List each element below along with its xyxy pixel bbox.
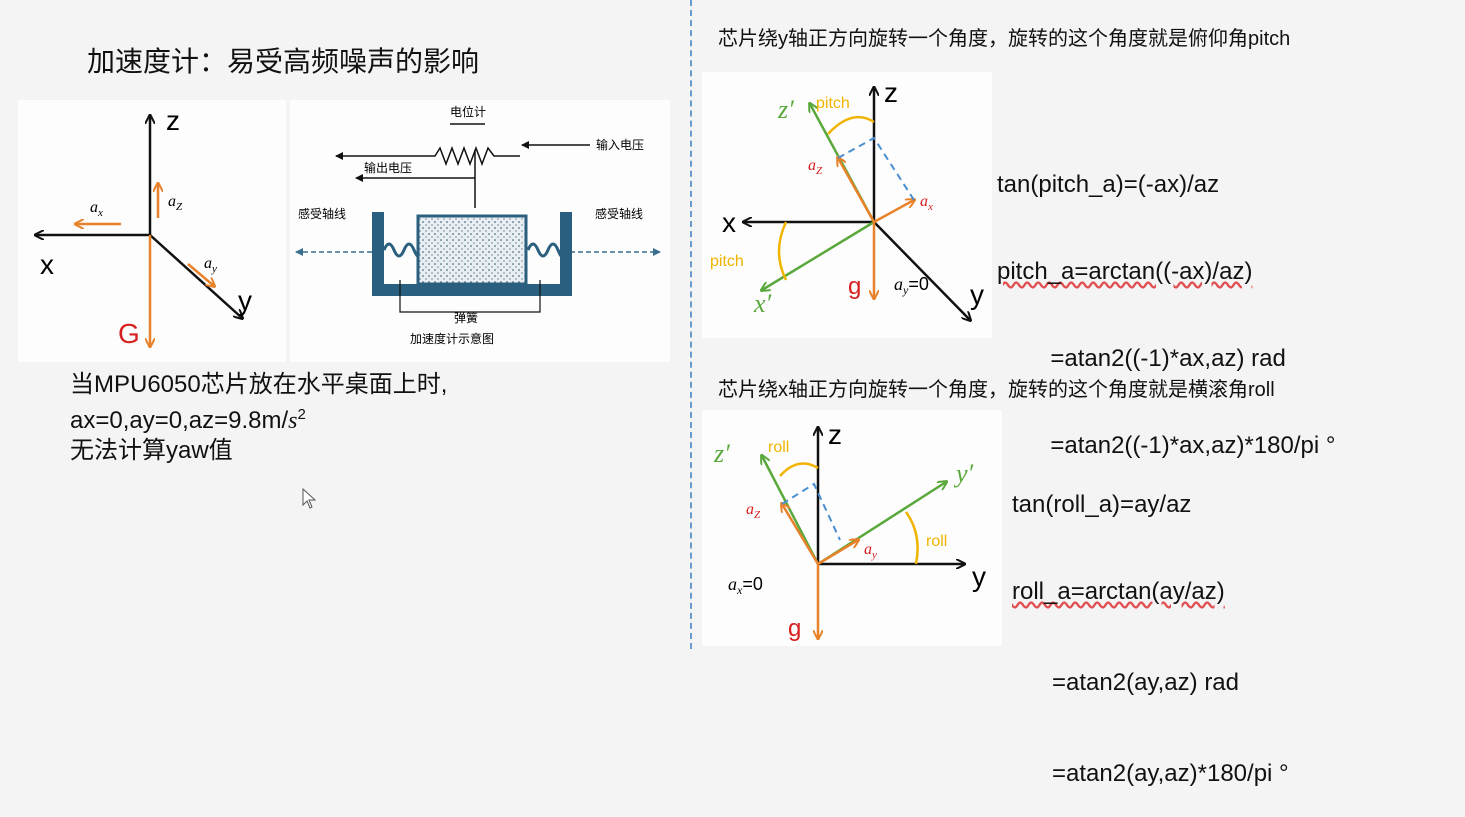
pitch-ax-label: ax bbox=[920, 193, 933, 213]
roll-y-label: y bbox=[972, 561, 986, 592]
roll-diagram-panel: z z′ roll y′ roll y g aZ ay ax=0 bbox=[702, 410, 1002, 646]
left-spring bbox=[382, 242, 420, 258]
ax-label: ax bbox=[90, 199, 103, 219]
pitch-formulas: tan(pitch_a)=(-ax)/az pitch_a=arctan((-a… bbox=[997, 112, 1335, 489]
pitch-z-prime-label: z′ bbox=[777, 95, 794, 124]
roll-az-vector bbox=[782, 504, 820, 565]
g-label: G bbox=[118, 318, 140, 349]
sensing-axis-left-label: 感受轴线 bbox=[298, 206, 346, 221]
y-label: y bbox=[238, 285, 252, 316]
description-line-3: 无法计算yaw值 bbox=[70, 437, 233, 464]
pitch-diagram-panel: z z′ pitch x pitch x′ y g aZ ax ay=0 bbox=[702, 72, 992, 338]
pitch-projection-lines bbox=[837, 136, 915, 201]
right-spring bbox=[526, 242, 563, 258]
roll-projection-lines bbox=[781, 482, 841, 541]
sensing-axis-right-label: 感受轴线 bbox=[595, 206, 643, 221]
housing bbox=[372, 212, 572, 296]
pitch-formula-4: =atan2((-1)*ax,az)*180/pi ° bbox=[997, 432, 1336, 459]
pitch-angle-arc-left bbox=[777, 221, 788, 281]
pitch-x-prime-label: x′ bbox=[753, 289, 772, 318]
roll-z-prime-label: z′ bbox=[713, 439, 730, 468]
accelerometer-axes-diagram: z x y G ax aZ ay bbox=[18, 105, 252, 349]
roll-formula-2: roll_a=arctan(ay/az) bbox=[1012, 578, 1225, 605]
y-axis bbox=[149, 234, 242, 318]
pitch-g-label: g bbox=[848, 273, 861, 300]
roll-right-angle-label: roll bbox=[926, 533, 947, 550]
pitch-ax-vector bbox=[873, 200, 914, 224]
roll-ax-zero-label: ax=0 bbox=[728, 574, 763, 597]
spring-label: 弹簧 bbox=[454, 310, 478, 325]
roll-ay-label: ay bbox=[864, 541, 877, 561]
description-block: 当MPU6050芯片放在水平桌面上时, ax=0,ay=0,az=9.8m/s2… bbox=[70, 370, 447, 466]
pitch-x-prime-axis bbox=[762, 220, 875, 290]
proof-mass bbox=[416, 214, 528, 286]
roll-angle-arc-right bbox=[904, 511, 919, 565]
mouse-cursor-icon bbox=[302, 488, 317, 509]
roll-z-label: z bbox=[828, 419, 842, 450]
pitch-x-label: x bbox=[722, 207, 736, 238]
az-label: aZ bbox=[168, 193, 183, 213]
spring-leader bbox=[399, 280, 541, 313]
roll-formula-4: =atan2(ay,az)*180/pi ° bbox=[1012, 760, 1289, 787]
roll-formulas: tan(roll_a)=ay/az roll_a=arctan(ay/az) =… bbox=[1012, 432, 1289, 817]
z-label: z bbox=[166, 105, 180, 136]
pitch-ay-zero-label: ay=0 bbox=[894, 274, 929, 297]
pitch-left-angle-label: pitch bbox=[710, 253, 744, 270]
pitch-az-vector bbox=[838, 158, 876, 223]
pitch-formula-3: =atan2((-1)*ax,az) rad bbox=[997, 345, 1286, 372]
resistor-symbol bbox=[425, 145, 520, 167]
potentiometer-label: 电位计 bbox=[450, 104, 486, 119]
pitch-top-angle-label: pitch bbox=[816, 95, 850, 112]
pitch-heading: 芯片绕y轴正方向旋转一个角度，旋转的这个角度就是俯仰角pitch bbox=[718, 28, 1291, 50]
pitch-formula-2: pitch_a=arctan((-ax)/az) bbox=[997, 258, 1253, 285]
schematic-panel: 电位计 输入电压 输出电压 感受轴线 感受轴线 弹簧 加速度计示意图 bbox=[290, 100, 670, 362]
ay-label: ay bbox=[204, 255, 217, 275]
input-voltage-label: 输入电压 bbox=[596, 137, 644, 152]
pitch-diagram: z z′ pitch x pitch x′ y g aZ ax ay=0 bbox=[710, 77, 984, 338]
roll-y-prime-label: y′ bbox=[953, 459, 974, 488]
description-line-1: 当MPU6050芯片放在水平桌面上时, bbox=[70, 371, 448, 398]
pitch-y-label: y bbox=[970, 279, 984, 310]
roll-formula-1: tan(roll_a)=ay/az bbox=[1012, 491, 1192, 518]
output-voltage-label: 输出电压 bbox=[364, 160, 412, 175]
roll-top-angle-label: roll bbox=[768, 439, 789, 456]
roll-heading: 芯片绕x轴正方向旋转一个角度，旋转的这个角度就是横滚角roll bbox=[718, 379, 1275, 401]
roll-formula-3: =atan2(ay,az) rad bbox=[1012, 669, 1240, 696]
pitch-angle-arc-top bbox=[827, 115, 875, 135]
axes-diagram-panel: z x y G ax aZ ay bbox=[18, 100, 286, 362]
roll-g-label: g bbox=[788, 615, 801, 642]
pitch-az-label: aZ bbox=[808, 157, 823, 177]
pitch-z-label: z bbox=[884, 77, 898, 108]
section-divider bbox=[690, 0, 692, 649]
pitch-y-axis bbox=[873, 221, 970, 320]
description-line-2: ax=0,ay=0,az=9.8m/s2 bbox=[70, 406, 306, 434]
roll-diagram: z z′ roll y′ roll y g aZ ay ax=0 bbox=[713, 419, 986, 642]
accelerometer-schematic: 电位计 输入电压 输出电压 感受轴线 感受轴线 弹簧 加速度计示意图 bbox=[295, 104, 661, 346]
pitch-formula-1: tan(pitch_a)=(-ax)/az bbox=[997, 171, 1220, 198]
x-label: x bbox=[40, 249, 54, 280]
slide-title: 加速度计：易受高频噪声的影响 bbox=[87, 46, 480, 77]
schematic-caption: 加速度计示意图 bbox=[410, 331, 494, 346]
roll-ay-vector bbox=[817, 540, 858, 566]
ay-vector bbox=[187, 263, 214, 286]
roll-angle-arc-top bbox=[779, 462, 819, 477]
roll-az-label: aZ bbox=[746, 501, 761, 521]
